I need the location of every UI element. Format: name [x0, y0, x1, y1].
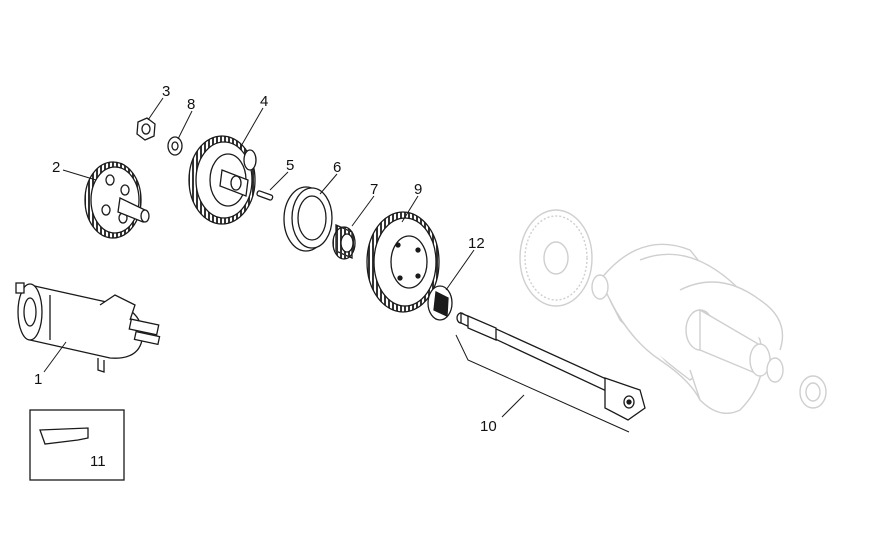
- crankshaft-assembly-ghost: [519, 209, 827, 414]
- washer: [167, 136, 183, 156]
- shim-icon: [39, 427, 89, 445]
- callout-12: 12: [468, 235, 485, 252]
- callout-5: 5: [286, 157, 294, 174]
- callout-8: 8: [187, 96, 195, 113]
- pin: [256, 190, 274, 201]
- bushing-ring: [283, 186, 333, 252]
- callout-labels: 1 2 3 4 5 6 7 8 9 10 11 12: [34, 83, 497, 470]
- callout-2: 2: [52, 159, 60, 176]
- intermediate-gear-large: [188, 135, 257, 225]
- callout-6: 6: [333, 159, 341, 176]
- gear-shaft: [456, 311, 646, 421]
- callout-4: 4: [260, 93, 268, 110]
- callout-7: 7: [370, 181, 378, 198]
- leader-lines: [43, 97, 525, 418]
- callout-10: 10: [480, 418, 497, 435]
- callout-1: 1: [34, 371, 42, 388]
- callout-9: 9: [414, 181, 422, 198]
- nut: [136, 117, 156, 141]
- callout-3: 3: [162, 83, 170, 100]
- callout-11: 11: [90, 453, 106, 470]
- starter-motor: [15, 282, 161, 373]
- inset-box-part-11: [29, 409, 125, 481]
- shaft-bracket-line: [455, 334, 630, 433]
- starter-driven-gear: [366, 211, 440, 313]
- intermediate-gear-small: [84, 161, 150, 239]
- needle-bearing: [332, 224, 356, 260]
- thrust-washer: [427, 285, 453, 321]
